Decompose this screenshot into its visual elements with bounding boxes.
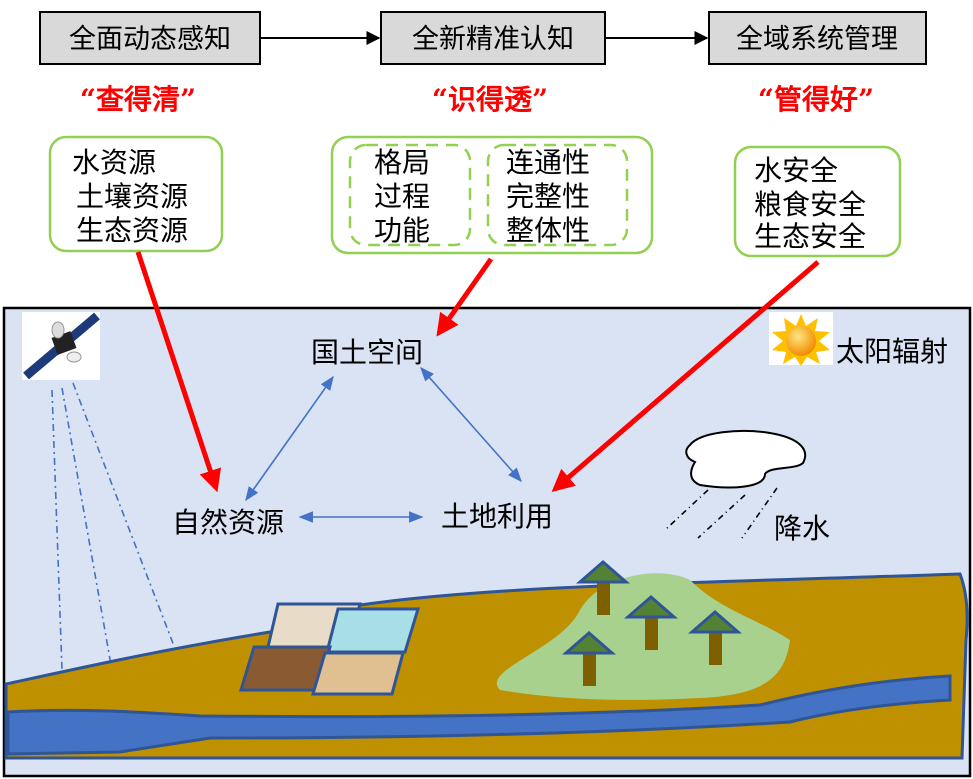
satellite-beams: [51, 382, 175, 711]
stage-title: 全面动态感知: [69, 24, 231, 55]
list-item: 完整性: [506, 180, 590, 213]
stage-title: 全域系统管理: [736, 24, 898, 55]
label-territory: 国土空间: [311, 336, 423, 369]
security-list-box: 水安全 粮食安全 生态安全: [733, 145, 902, 258]
river: [6, 674, 952, 756]
cognition-list-box: 格局 过程 功能 连通性 完整性 整体性: [330, 135, 654, 255]
list-item: 功能: [374, 214, 430, 247]
list-item: 生态资源: [76, 214, 188, 247]
resource-list-box: 水资源 土壤资源 生态资源: [48, 135, 224, 253]
list-item: 整体性: [506, 214, 590, 247]
list-item: 水安全: [754, 154, 838, 187]
label-solar-radiation: 太阳辐射: [836, 335, 948, 368]
label-land-use: 土地利用: [441, 500, 553, 533]
relation-arrows: [245, 366, 522, 523]
stage-title: 全新精准认知: [412, 24, 574, 55]
list-item: 过程: [374, 180, 430, 213]
red-arrows: [135, 251, 820, 493]
list-item: 格局: [374, 146, 430, 179]
slogan: “管得好”: [758, 83, 874, 116]
rain-lines: [664, 487, 778, 539]
list-item: 土壤资源: [76, 180, 188, 213]
list-item: 连通性: [506, 146, 590, 179]
sun-icon: [769, 312, 833, 366]
tree-icon: [575, 560, 631, 615]
stage-box-cognition: 全新精准认知: [380, 11, 606, 65]
stage-box-management: 全域系统管理: [708, 11, 927, 65]
trees: [561, 560, 743, 686]
label-precipitation: 降水: [774, 512, 830, 545]
cloud-icon: [685, 429, 807, 489]
tree-icon: [561, 631, 617, 686]
tree-icon: [623, 595, 679, 650]
slogan: “查得清”: [80, 83, 196, 116]
land-tiles: [238, 602, 421, 696]
list-item: 粮食安全: [754, 188, 866, 221]
hill: [496, 573, 790, 700]
label-natural-resources: 自然资源: [172, 506, 284, 539]
list-item: 水资源: [72, 146, 156, 179]
list-item: 生态安全: [754, 220, 866, 253]
satellite-icon: [22, 312, 100, 380]
tree-icon: [687, 610, 743, 665]
stage-box-perception: 全面动态感知: [39, 11, 261, 65]
slogan: “识得透”: [432, 83, 548, 116]
